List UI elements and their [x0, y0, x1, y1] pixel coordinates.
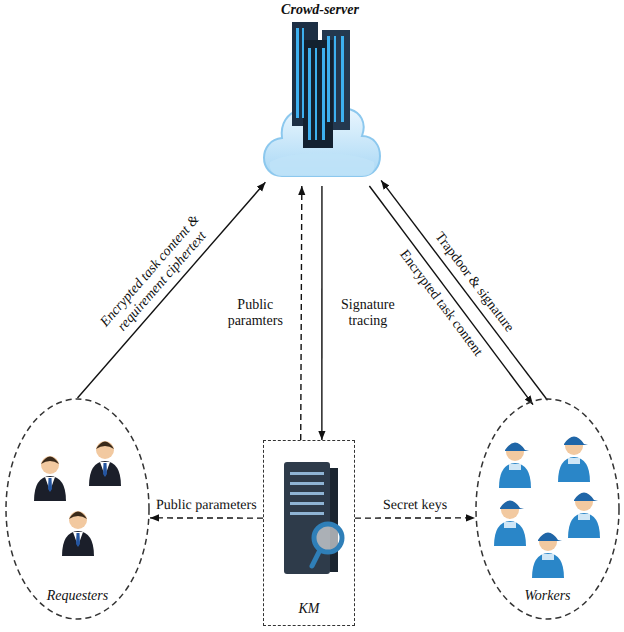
- person-cap: [505, 443, 529, 452]
- people-icons: [34, 437, 600, 579]
- person-cap: [564, 437, 588, 446]
- person-body: [532, 553, 564, 578]
- km-server-icon: [284, 462, 342, 574]
- connector-arrow: [150, 517, 263, 519]
- node-label: KM: [264, 601, 354, 617]
- edge-label: Signature tracing: [330, 297, 406, 329]
- person-shirt: [73, 532, 83, 546]
- person-cap: [500, 501, 524, 510]
- person-collar: [542, 554, 554, 560]
- person-hair: [41, 457, 59, 465]
- person-collar: [568, 458, 580, 464]
- person-body: [494, 521, 526, 546]
- server-stripes: [296, 28, 344, 140]
- person-hair: [96, 442, 114, 450]
- km-slots: [290, 472, 324, 515]
- person-body: [34, 476, 66, 501]
- person-body: [62, 531, 94, 556]
- connector-arrow: [355, 517, 475, 519]
- person-tie: [103, 463, 107, 477]
- km-magnifier-handle: [312, 550, 320, 566]
- dashed-ellipse: [475, 398, 620, 620]
- server-node: Crowd-server: [255, 0, 385, 186]
- edge-label: Encrypted task content & requirement cip…: [93, 208, 218, 345]
- node-label: Crowd-server: [255, 2, 385, 18]
- edge-label: Public parameters: [154, 497, 259, 513]
- person-shirt: [45, 477, 55, 491]
- dashed-outline: [476, 399, 619, 619]
- node-label: Requesters: [5, 588, 150, 604]
- connector-arrow: [369, 186, 533, 405]
- connector-arrow: [321, 186, 322, 440]
- node-label: Workers: [475, 588, 620, 604]
- worker-group: Workers: [475, 398, 620, 620]
- dashed-ellipse: [5, 398, 150, 620]
- cloud-front: [270, 153, 375, 176]
- connector-arrow: [381, 180, 547, 400]
- person-cap: [574, 493, 598, 502]
- key-manager-box: KM: [263, 440, 355, 626]
- worker-icon: [558, 437, 590, 483]
- edge-label: Secret keys: [381, 497, 449, 513]
- person-body: [568, 513, 600, 538]
- person-collar: [509, 464, 521, 470]
- edge-label: Public paramters: [217, 297, 293, 329]
- dashed-outline: [6, 399, 149, 619]
- person-head: [96, 441, 114, 459]
- person-head: [69, 511, 87, 529]
- requester-group: Requesters: [5, 398, 150, 620]
- km-side: [330, 468, 338, 572]
- worker-icon: [532, 533, 564, 579]
- person-body: [89, 461, 121, 486]
- server-icon: [264, 22, 380, 176]
- person-hair: [69, 512, 87, 520]
- person-tie: [48, 478, 52, 492]
- person-collar: [578, 514, 590, 520]
- requester-icon: [62, 511, 94, 556]
- connector-arrow: [78, 182, 266, 398]
- km-body: [284, 462, 330, 574]
- km-magnifier: [314, 524, 342, 552]
- person-body: [558, 457, 590, 482]
- person-shirt: [100, 462, 110, 476]
- person-cap: [538, 533, 562, 542]
- person-tie: [76, 533, 80, 547]
- connector-arrow: [301, 186, 302, 440]
- requester-icon: [34, 456, 66, 501]
- person-body: [499, 463, 531, 488]
- worker-icon: [499, 443, 531, 489]
- person-collar: [504, 522, 516, 528]
- requester-icon: [89, 441, 121, 486]
- worker-icon: [568, 493, 600, 539]
- person-head: [41, 456, 59, 474]
- worker-icon: [494, 501, 526, 547]
